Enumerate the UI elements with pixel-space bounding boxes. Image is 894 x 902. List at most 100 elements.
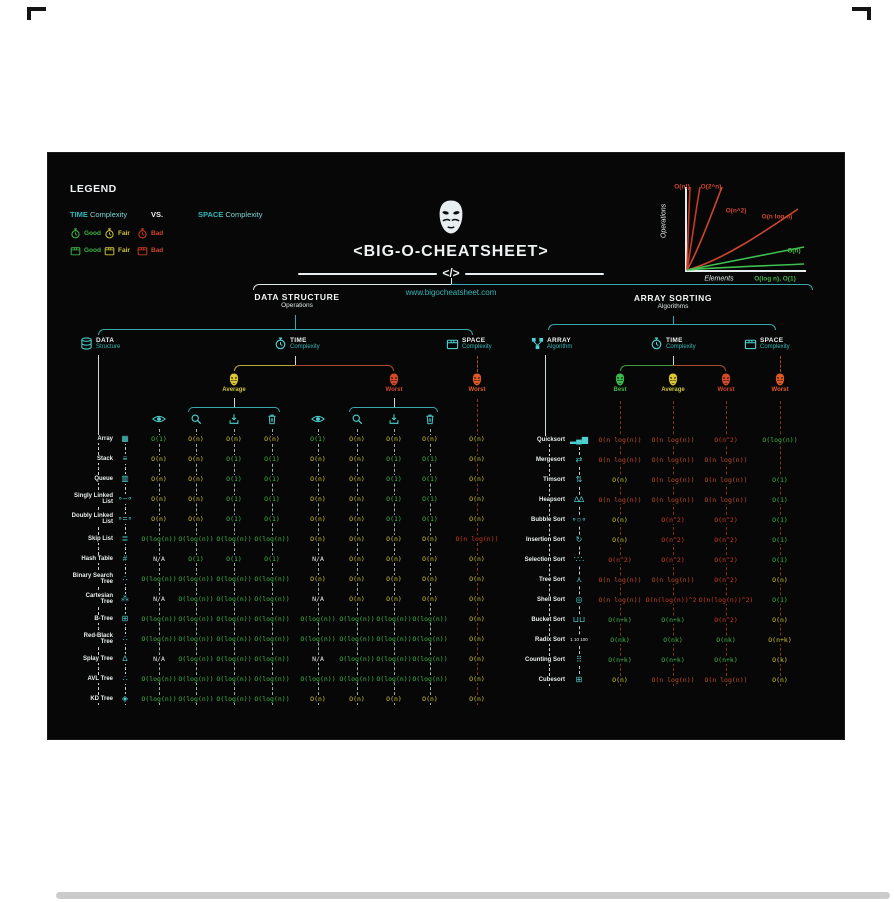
complexity-value: O(log(n)) [337,635,377,643]
complexity-value: O(n) [308,455,328,463]
legend-vs: VS. [151,210,164,219]
complexity-value: O(log(n)) [298,635,338,643]
complexity-value: O(n) [149,515,169,523]
data-structure-row-label: KD Tree [54,695,114,703]
complexity-value: O(n) [467,695,487,703]
avl-tree-icon: ∴ [115,674,135,684]
legend-time-complexity: Complexity [90,210,128,219]
poster-title: <BIG-O-CHEATSHEET> [353,243,549,260]
complexity-value: O(n(log(n))^2) [696,596,756,604]
complexity-value: O(n) [308,475,328,483]
node-label: TIME [666,337,683,344]
complexity-value: O(log(n)) [214,575,254,583]
complexity-value: O(n log(n)) [596,436,644,444]
curve-label: O(2^n) [700,183,722,191]
complexity-value: O(n) [186,495,206,503]
curve-label: O(log n), O(1) [754,275,796,283]
complexity-value: O(n^2) [606,556,634,564]
complexity-value: O(n) [308,535,328,543]
complexity-value: O(n) [467,635,487,643]
complexity-value: N/A [151,655,167,663]
complexity-value: O(n) [467,475,487,483]
complexity-value: O(n^2) [712,436,740,444]
column-line [125,437,126,705]
legend-label: Good [84,230,101,237]
complexity-value: O(n) [384,575,404,583]
complexity-value: O(n) [347,535,367,543]
b-tree-icon: ⊞ [115,614,135,624]
node-label: TIME [290,337,307,344]
complexity-value: O(1) [770,496,790,504]
section-header-array-sorting: ARRAY SORTING Algorithms [633,293,713,311]
complexity-value: O(n) [610,476,630,484]
complexity-value: O(n) [347,555,367,563]
complexity-value: O(n) [467,555,487,563]
complexity-value: O(n) [420,575,440,583]
complexity-value: O(n) [384,695,404,703]
complexity-value: O(n) [347,575,367,583]
data-structure-row-label: Queue [54,475,114,483]
skip-list-icon: ≣ [115,534,135,544]
binary-search-tree-icon: ∴ [115,574,135,584]
column-line [196,429,197,705]
complexity-value: O(n) [347,435,367,443]
complexity-value: O(n) [467,595,487,603]
sorting-algorithm-row-label: Bucket Sort [506,616,566,624]
complexity-value: O(log(n)) [337,615,377,623]
complexity-value: O(1) [770,516,790,524]
insertion-sort-icon: ↻ [569,535,589,545]
legend-label: Fair [118,230,130,237]
complexity-value: O(n) [186,435,206,443]
complexity-value: O(log(n)) [176,675,216,683]
complexity-value: O(n) [610,676,630,684]
complexity-value: N/A [310,555,326,563]
data-structure-row-label: B-Tree [54,615,114,623]
complexity-value: O(1) [384,515,404,523]
sorting-algorithm-row-label: Mergesort [506,456,566,464]
complexity-value: O(n) [467,675,487,683]
website-link: www.bigocheatsheet.com [405,288,497,297]
complexity-value: O(log(n)) [176,615,216,623]
sorting-algorithm-row-label: Cubesort [506,676,566,684]
complexity-value: O(1) [770,476,790,484]
complexity-value: O(n) [186,475,206,483]
complexity-value: O(log(n)) [252,575,292,583]
complexity-value: N/A [310,655,326,663]
box-icon [744,337,757,350]
complexity-value: O(log(n)) [139,575,179,583]
clock-icon [650,337,663,350]
column-line [159,429,160,705]
complexity-value: O(k) [770,656,790,664]
complexity-graph [685,186,806,272]
complexity-value: O(1) [770,596,790,604]
complexity-value: O(log(n)) [214,615,254,623]
complexity-value: O(log(n)) [374,635,414,643]
clock-bad-icon [137,228,148,239]
complexity-value: O(n) [308,495,328,503]
bracket-right-table [548,324,776,330]
complexity-value: O(1) [262,455,282,463]
guy-fawkes-mask-icon [436,199,466,235]
complexity-value: O(n) [347,515,367,523]
legend-label: Bad [151,247,164,254]
complexity-value: O(n) [149,475,169,483]
code-glyph: </> [442,266,460,280]
complexity-value: O(log(n)) [176,635,216,643]
connector [545,355,546,437]
legend-space-complexity: Complexity [225,210,263,219]
complexity-value: O(n) [420,435,440,443]
complexity-value: O(log(n)) [139,675,179,683]
complexity-value: O(n^2) [712,576,740,584]
selection-sort-icon: ∵∴ [569,555,589,565]
complexity-value: O(n) [467,515,487,523]
curve-label: O(n!) [674,183,690,191]
column-line [98,437,99,705]
search-magnifier-icon [191,414,202,425]
complexity-value: O(log(n)) [252,695,292,703]
box-good-icon [70,245,81,256]
column-line [477,399,478,705]
complexity-value: O(log(n)) [214,675,254,683]
node-label: SPACE [760,337,784,344]
